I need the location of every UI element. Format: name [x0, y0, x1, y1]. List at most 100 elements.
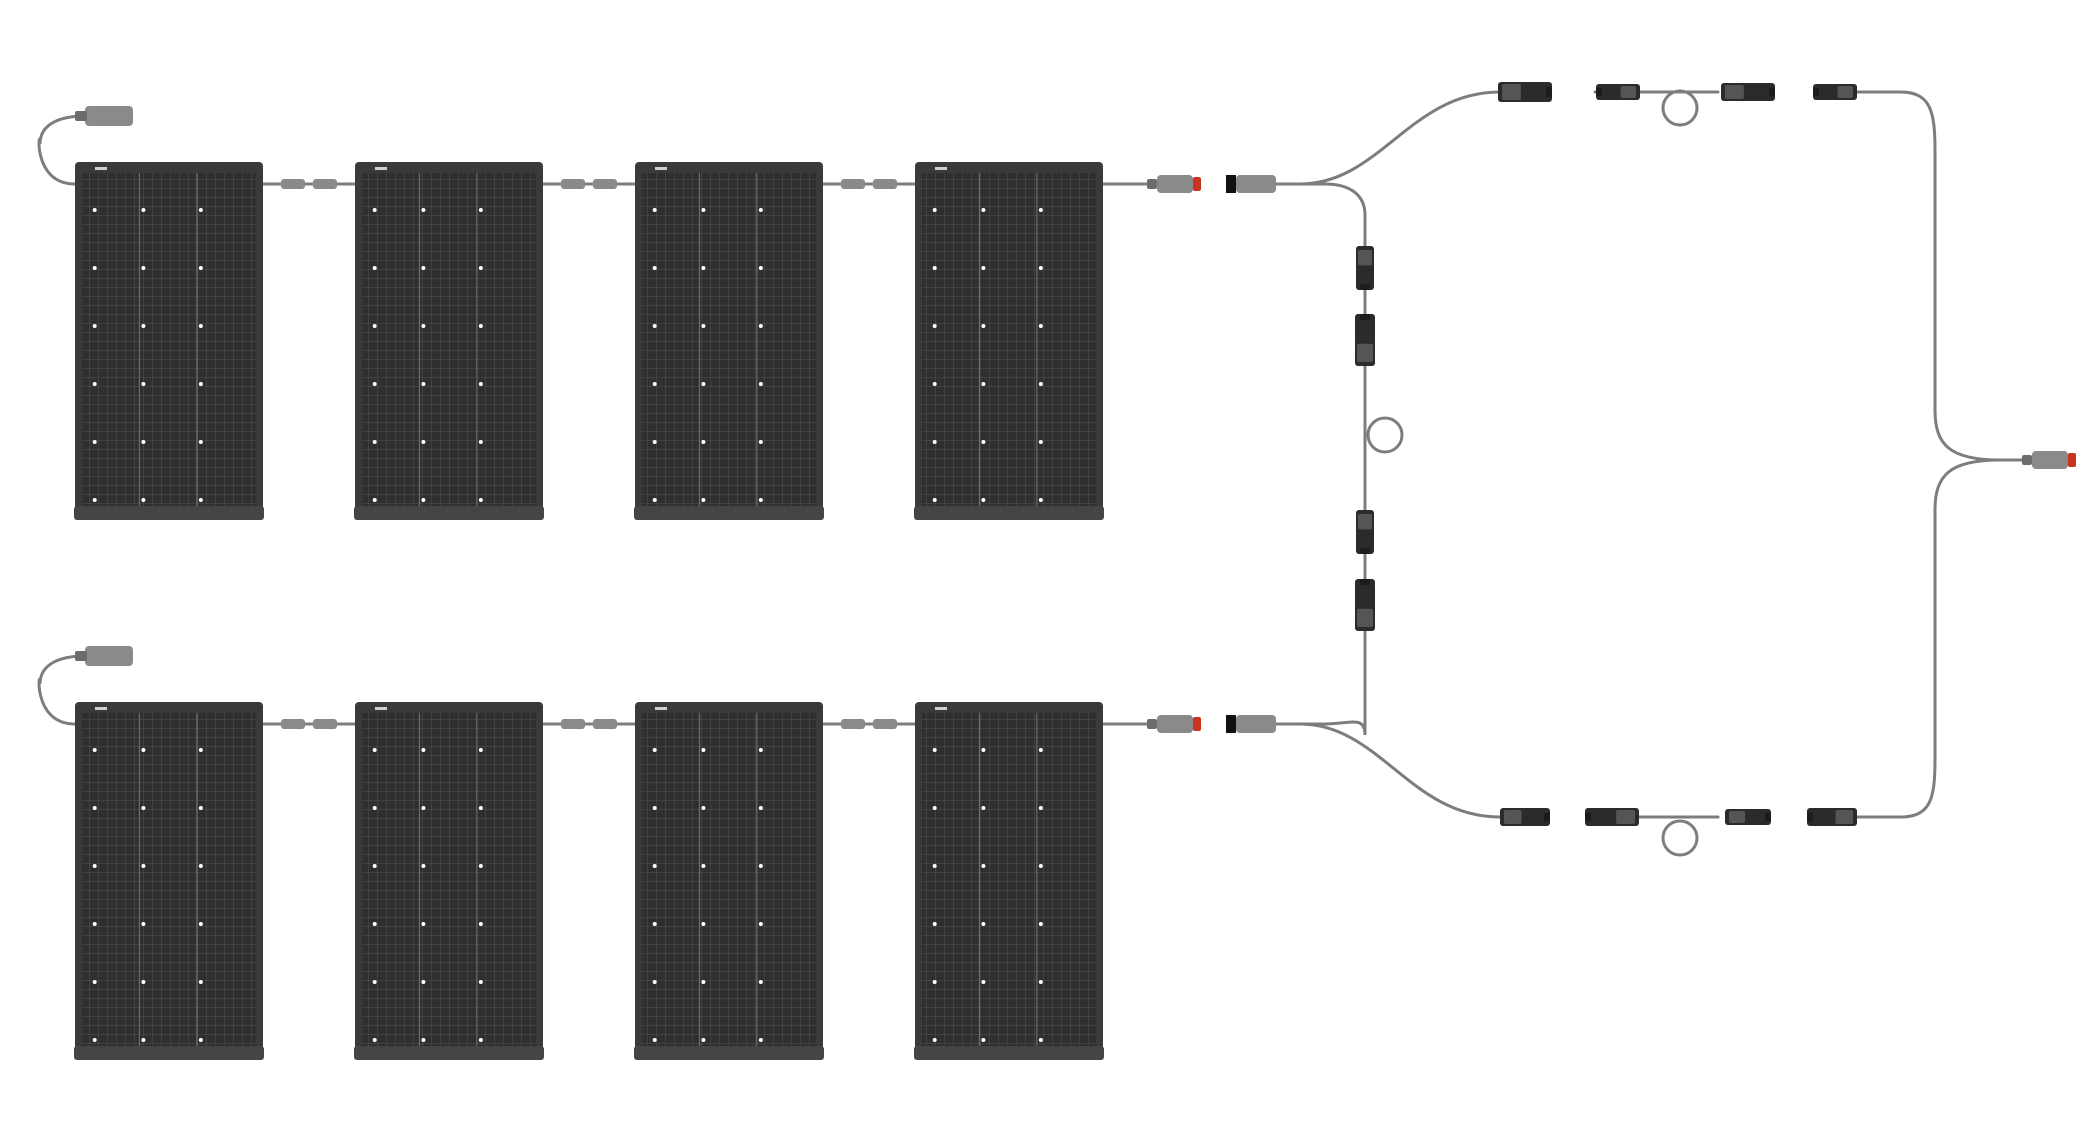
panel-dot	[141, 922, 146, 926]
panel-dot	[1038, 382, 1043, 386]
panel-dot	[421, 806, 426, 810]
mc4-connector-icon	[313, 179, 337, 189]
panel-dot	[92, 324, 97, 328]
panel-dot	[141, 266, 146, 270]
panel-cells	[362, 173, 536, 511]
mc4-connector-icon	[1813, 84, 1857, 100]
panel-dot	[701, 324, 706, 328]
panel-dot	[198, 498, 203, 502]
panel-dot	[141, 440, 146, 444]
mc4-connector-icon	[1725, 809, 1771, 825]
xt60-connector-icon	[1236, 715, 1276, 733]
xt60-connector-icon	[1236, 175, 1276, 193]
panel-cells	[82, 713, 256, 1051]
panel-dot	[92, 980, 97, 984]
panel-dot	[198, 440, 203, 444]
panel-dot	[92, 806, 97, 810]
panel-cells	[642, 713, 816, 1051]
lower-right-cable	[1818, 458, 2002, 819]
panel-dot	[932, 324, 937, 328]
panel-dot	[1038, 1038, 1043, 1042]
panel-dot	[478, 1038, 483, 1042]
panel-dot	[372, 266, 377, 270]
mc4-connector-icon	[873, 719, 897, 729]
solar-panel-icon	[74, 162, 264, 520]
panel-dot	[758, 748, 763, 752]
panel-foot	[914, 1046, 1104, 1060]
panel-dot	[141, 324, 146, 328]
panel-dot	[421, 440, 426, 444]
panel-foot	[634, 1046, 824, 1060]
panel-dot	[421, 498, 426, 502]
panel-dot	[981, 748, 986, 752]
panel-dot	[141, 382, 146, 386]
trunk-cable	[1258, 182, 1367, 736]
connector-cap	[75, 111, 87, 121]
xt60-connector-icon	[1147, 715, 1201, 733]
panel-foot	[634, 506, 824, 520]
panel-dot	[421, 748, 426, 752]
xt60-connector-icon	[85, 646, 133, 666]
panel-dot	[981, 806, 986, 810]
panel-dot	[478, 980, 483, 984]
panel-dot	[758, 498, 763, 502]
cable-coil-icon	[1661, 819, 1699, 857]
panel-dot	[1038, 498, 1043, 502]
panel-dot	[92, 498, 97, 502]
panel-dot	[981, 382, 986, 386]
panel-dot	[141, 864, 146, 868]
panel-dot	[198, 864, 203, 868]
panel-dot	[421, 980, 426, 984]
panel-dot	[652, 440, 657, 444]
upper-right-cable	[1818, 90, 2037, 462]
panel-dot	[652, 806, 657, 810]
panel-dot	[652, 748, 657, 752]
panel-dot	[758, 980, 763, 984]
panel-dot	[652, 324, 657, 328]
panel-dot	[981, 208, 986, 212]
panel-dot	[92, 748, 97, 752]
panel-dot	[198, 266, 203, 270]
mc4-connector-icon	[1585, 808, 1639, 826]
panel-dot	[372, 806, 377, 810]
solar-panel-icon	[354, 702, 544, 1060]
xt60-connector-icon	[2022, 451, 2076, 469]
panel-dot	[758, 440, 763, 444]
panel-dot	[981, 440, 986, 444]
panel-cells	[922, 713, 1096, 1051]
panel-dot	[421, 324, 426, 328]
panel-dot	[198, 208, 203, 212]
panel-dot	[372, 748, 377, 752]
mc4-connector-icon	[1356, 246, 1374, 290]
panel-dot	[478, 864, 483, 868]
panel-dot	[141, 748, 146, 752]
panel-dot	[981, 864, 986, 868]
cable-coil-icon	[1661, 89, 1699, 127]
panel-dot	[932, 498, 937, 502]
panel-dot	[478, 498, 483, 502]
panel-dot	[1038, 980, 1043, 984]
mc4-connector-icon	[873, 179, 897, 189]
panel-dot	[92, 1038, 97, 1042]
mc4-connector-icon	[841, 719, 865, 729]
panel-dot	[701, 748, 706, 752]
panel-dot	[932, 382, 937, 386]
mc4-connector-icon	[1500, 808, 1550, 826]
mc4-connector-icon	[281, 719, 305, 729]
left-lead-cable	[37, 114, 87, 186]
cable-coil-icon	[1366, 416, 1404, 454]
panel-dot	[372, 1038, 377, 1042]
lower-branch-cable	[1298, 722, 1502, 819]
connector-cap	[75, 651, 87, 661]
panel-dot	[1038, 324, 1043, 328]
panel-dot	[198, 922, 203, 926]
panel-dot	[981, 324, 986, 328]
panel-dot	[198, 324, 203, 328]
panel-dot	[198, 980, 203, 984]
panel-dot	[372, 498, 377, 502]
panel-foot	[914, 506, 1104, 520]
panel-dot	[758, 1038, 763, 1042]
mc4-connector-icon	[593, 179, 617, 189]
xt60-connector-icon	[1226, 715, 1236, 733]
panel-dot	[652, 1038, 657, 1042]
